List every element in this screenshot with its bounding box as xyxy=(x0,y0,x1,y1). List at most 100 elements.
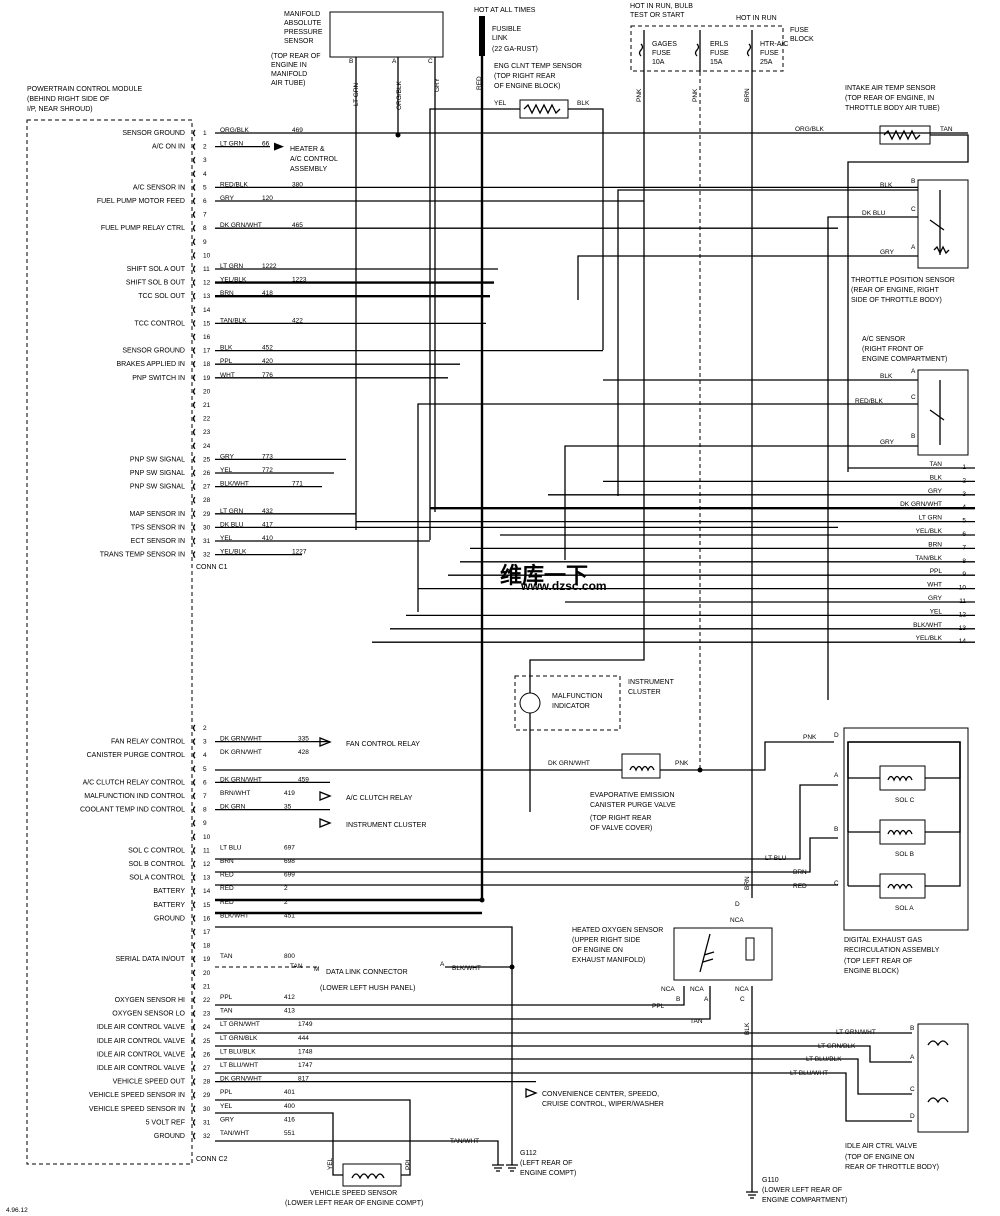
svg-text:ENGINE BLOCK): ENGINE BLOCK) xyxy=(844,968,899,975)
iat-wire-orgblk: ORG/BLK xyxy=(795,126,825,133)
c2-wire-color: RED xyxy=(220,872,234,879)
c2-pin-function: VEHICLE SPEED OUT xyxy=(113,1079,186,1086)
svg-text:GAGES: GAGES xyxy=(652,41,677,48)
map-pin-b: B xyxy=(349,58,353,65)
c2-wire-color: RED xyxy=(220,885,234,892)
fusible-link xyxy=(479,16,485,56)
red-wire-label: RED xyxy=(476,76,483,90)
conn14-wire-color: BLK xyxy=(930,474,943,481)
c1-circuit-number: 465 xyxy=(292,222,303,229)
c1-pin-terminal xyxy=(192,455,196,463)
c1-pin-terminal xyxy=(192,523,196,531)
c1-pin-terminal xyxy=(192,483,196,491)
c2-pin-number: 27 xyxy=(203,1065,211,1072)
c1-pin-number: 20 xyxy=(203,388,211,395)
c1-pin-terminal xyxy=(192,306,196,314)
c1-pin-number: 17 xyxy=(203,348,211,355)
acs-wire-gry: GRY xyxy=(880,439,895,446)
c2-pin-terminal xyxy=(192,1064,196,1072)
conn14-wire-color: GRY xyxy=(928,595,943,602)
c2-pin-function: IDLE AIR CONTROL VALVE xyxy=(97,1065,186,1072)
svg-text:A/C CONTROL: A/C CONTROL xyxy=(290,156,338,163)
c1-pin-number: 8 xyxy=(203,225,207,232)
c2-wire-color: BLK/WHT xyxy=(220,912,249,919)
c1-pin-terminal xyxy=(192,428,196,436)
c2-pin-terminal xyxy=(192,1037,196,1045)
c2-circuit-number: 444 xyxy=(298,1035,309,1042)
c1-pin-number: 21 xyxy=(203,402,211,409)
svg-text:SENSOR: SENSOR xyxy=(284,38,314,45)
c2-circuit-number: 400 xyxy=(284,1103,295,1110)
svg-text:ENGINE IN: ENGINE IN xyxy=(271,62,307,69)
conn14-wire-color: BRN xyxy=(928,541,942,548)
c2-pin-terminal xyxy=(192,792,196,800)
egr-solenoid-label: SOL A xyxy=(895,905,914,912)
c1-circuit-number: 773 xyxy=(262,453,273,460)
c2-circuit-number: 697 xyxy=(284,844,295,851)
svg-text:C: C xyxy=(911,206,916,213)
svg-text:HEATED OXYGEN SENSOR: HEATED OXYGEN SENSOR xyxy=(572,927,663,934)
c1-pin-terminal xyxy=(192,156,196,164)
c2-pin-function: VEHICLE SPEED SENSOR IN xyxy=(89,1092,185,1099)
c1-pin-terminal xyxy=(192,292,196,300)
c2-pin-function: BATTERY xyxy=(153,902,185,909)
c1-pin-number: 7 xyxy=(203,212,207,219)
c2-circuit-number: 2 xyxy=(284,899,288,906)
c2-pin-number: 32 xyxy=(203,1133,211,1140)
svg-text:(TOP REAR OF: (TOP REAR OF xyxy=(271,53,321,60)
c2-pin-number: 5 xyxy=(203,766,207,773)
hot-run-bulb: HOT IN RUN, BULB xyxy=(630,3,693,10)
c1-pin-function: SENSOR GROUND xyxy=(122,348,185,355)
erls-wire-pnk: PNK xyxy=(692,88,699,102)
c1-pin-number: 28 xyxy=(203,497,211,504)
evap-wire-pnk: PNK xyxy=(675,760,689,767)
c1-pin-function: TRANS TEMP SENSOR IN xyxy=(100,552,185,559)
c2-pin-row: 17 xyxy=(192,928,211,936)
c2-pin-row: 18 xyxy=(192,942,211,950)
c2-wire-color: BRN/WHT xyxy=(220,790,250,797)
svg-text:G112: G112 xyxy=(520,1150,537,1157)
c1-pin-row: 22 xyxy=(192,415,211,423)
c2-wire-color: DK GRN/WHT xyxy=(220,776,262,783)
c1-pin-terminal xyxy=(192,251,196,259)
svg-text:ENGINE COMPARTMENT): ENGINE COMPARTMENT) xyxy=(862,356,947,363)
c2-pin-number: 4 xyxy=(203,752,207,759)
c1-pin-function: MAP SENSOR IN xyxy=(130,511,186,518)
svg-text:LINK: LINK xyxy=(492,35,508,42)
c2-pin-number: 19 xyxy=(203,956,211,963)
fuse-erls: ERLS FUSE 15A xyxy=(710,41,729,66)
svg-text:(BEHIND RIGHT SIDE OF: (BEHIND RIGHT SIDE OF xyxy=(27,96,109,103)
c2-wire-color: DK GRN/WHT xyxy=(220,749,262,756)
ho2s-wire-tan: TAN xyxy=(690,1018,703,1025)
c2-pin-terminal xyxy=(192,887,196,895)
svg-text:C: C xyxy=(911,394,916,401)
conn14-wire-color: GRY xyxy=(928,488,943,495)
c2-pin-number: 7 xyxy=(203,793,207,800)
c2-wire-color: TAN/WHT xyxy=(220,1130,249,1137)
c2-pin-number: 9 xyxy=(203,820,207,827)
c1-wire-color: YEL/BLK xyxy=(220,549,247,556)
iac-valve-box xyxy=(917,1023,969,1133)
c1-circuit-number: 66 xyxy=(262,141,270,148)
c2-pin-number: 14 xyxy=(203,888,211,895)
c2-pin-number: 17 xyxy=(203,929,211,936)
c2-pin-row: 20 xyxy=(192,969,211,977)
svg-text:FUSE: FUSE xyxy=(760,50,779,57)
svg-text:TEST OR START: TEST OR START xyxy=(630,12,685,19)
c2-pin-function: MALFUNCTION IND CONTROL xyxy=(84,793,185,800)
mil-bulb-icon xyxy=(519,692,541,714)
c2-circuit-number: 413 xyxy=(284,1008,295,1015)
c1-pin-terminal xyxy=(192,129,196,137)
c1-pin-number: 9 xyxy=(203,239,207,246)
c1-pin-row: 28 xyxy=(192,496,211,504)
